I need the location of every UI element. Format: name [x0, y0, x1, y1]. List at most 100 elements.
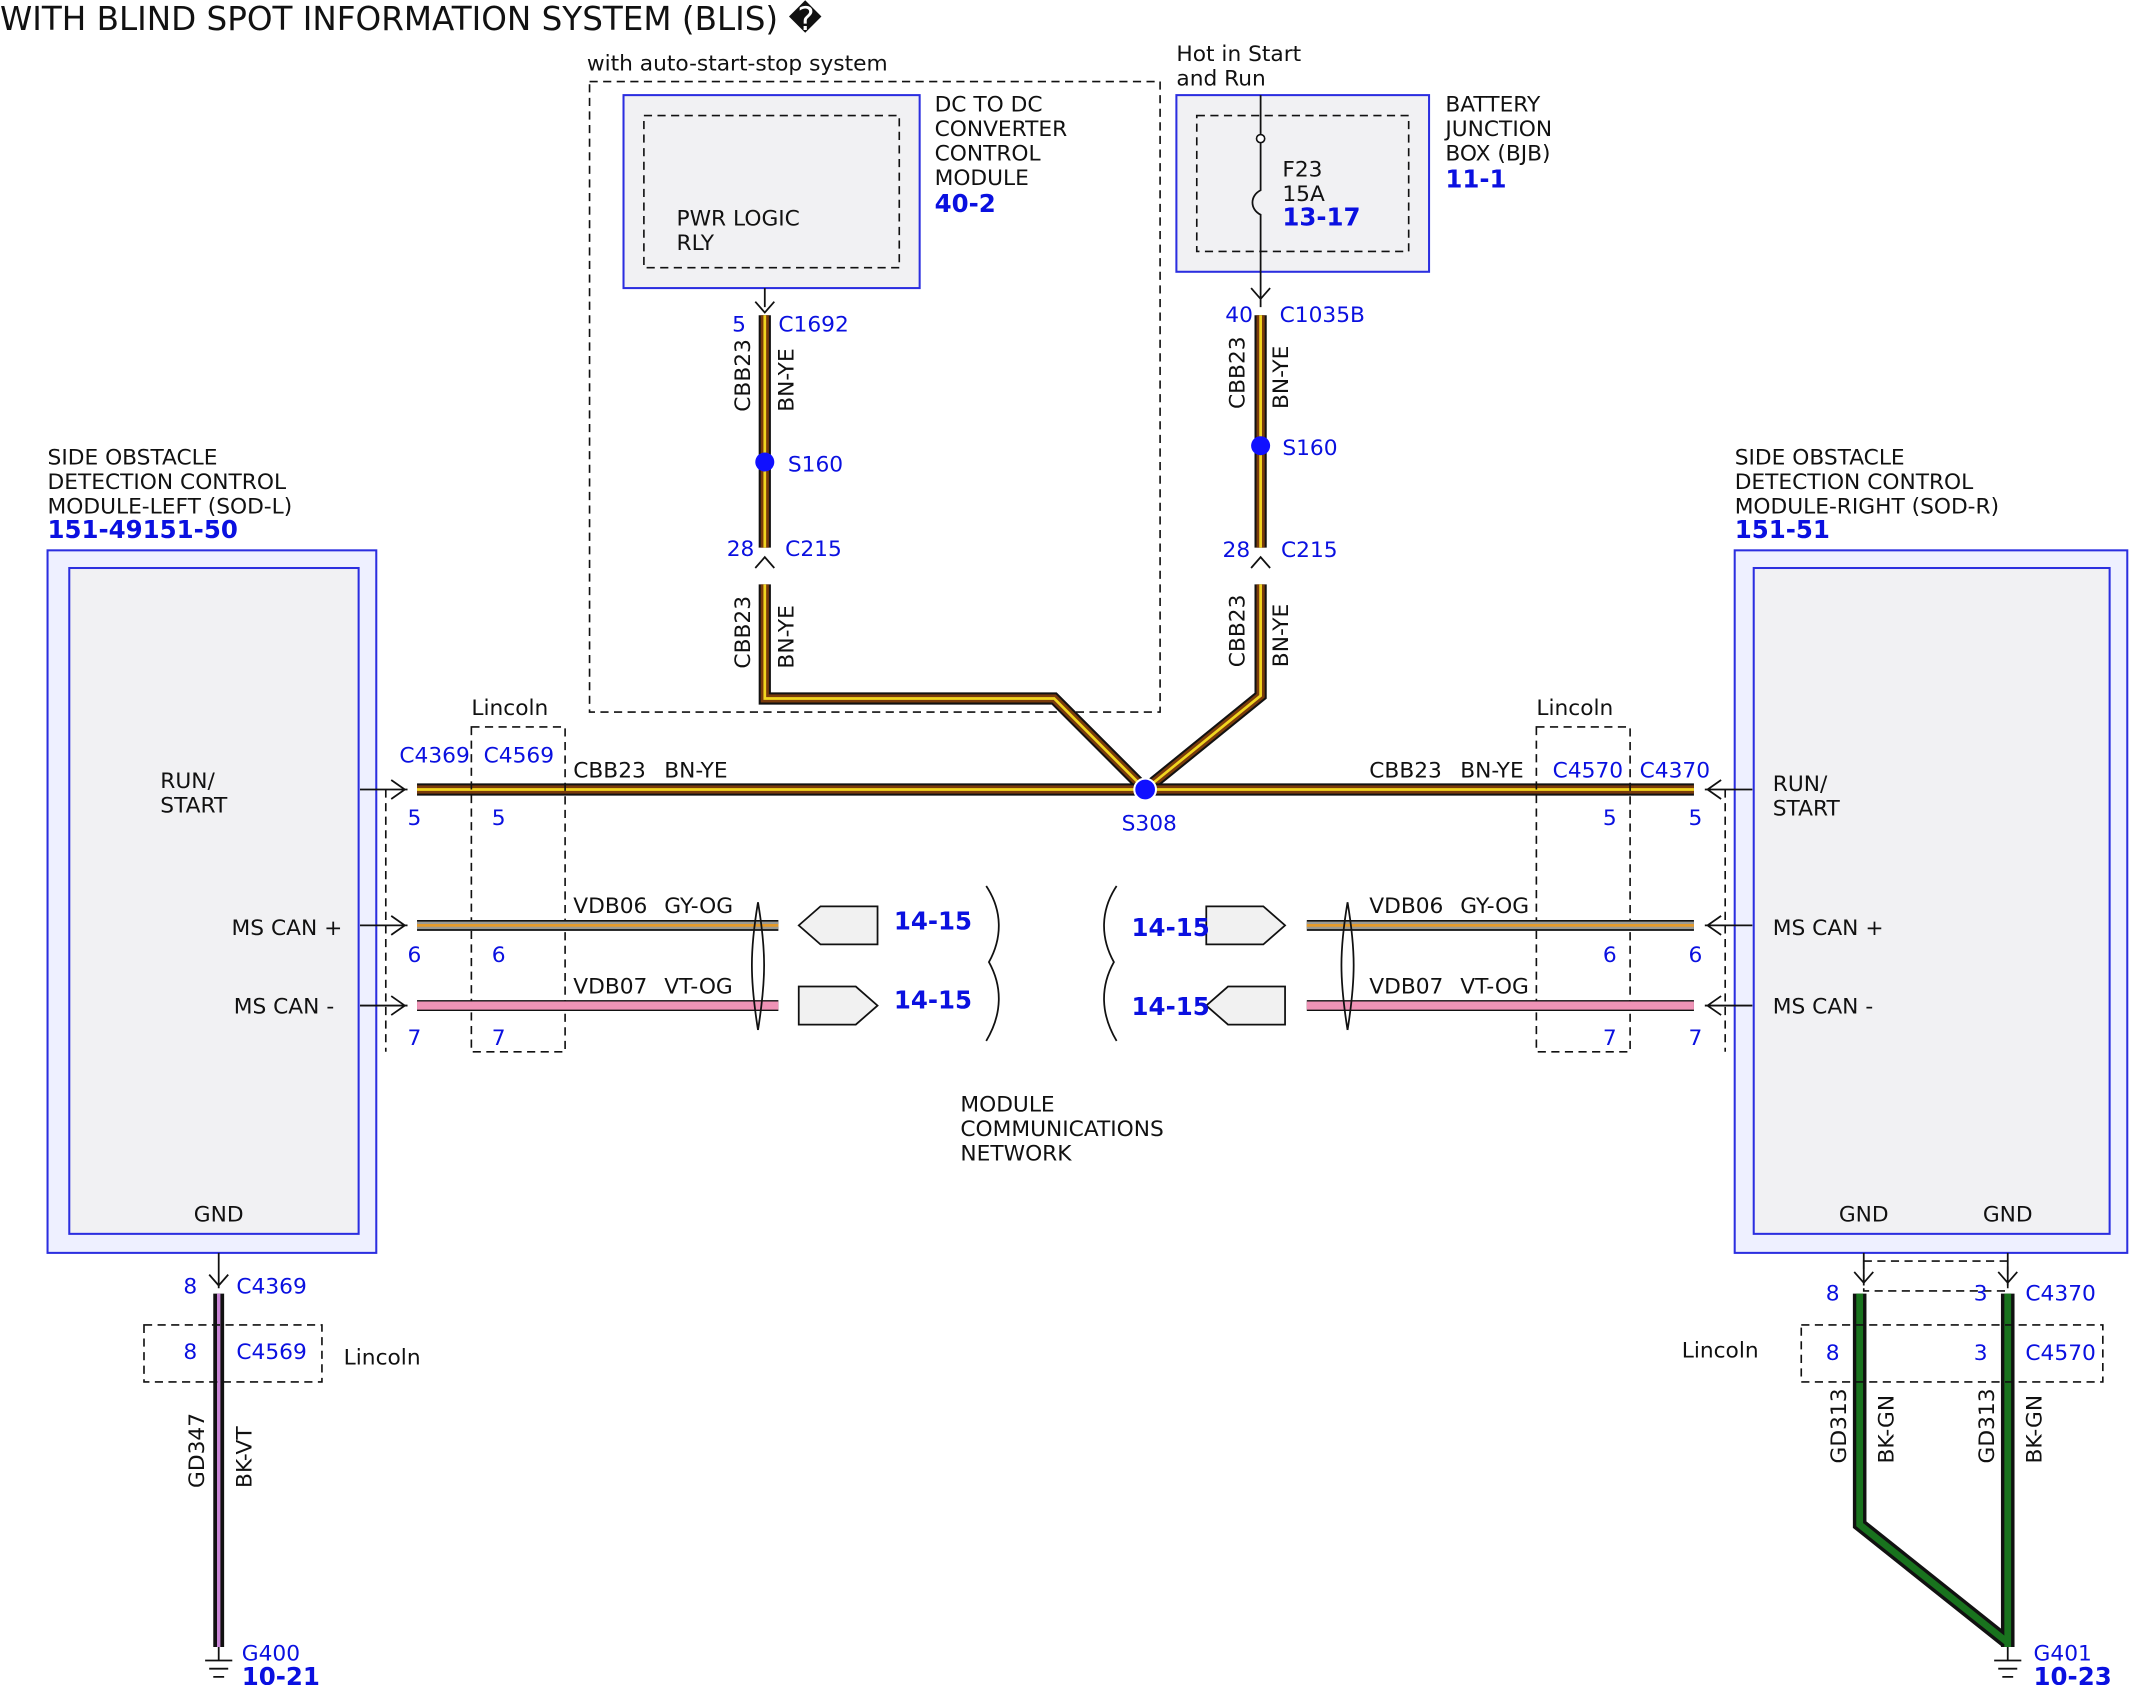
- dcdc-name-line-1: DC TO DC: [935, 92, 1043, 117]
- left-gnd-color: BK-VT: [232, 1426, 257, 1488]
- right-run-color: BN-YE: [1460, 758, 1523, 783]
- c215-left-label[interactable]: C215: [785, 537, 842, 562]
- right-can-minus-color: VT-OG: [1460, 974, 1528, 999]
- sodl-ref[interactable]: 151-49151-50: [48, 515, 238, 544]
- dcdc-circuit-label-2: CBB23: [731, 596, 756, 669]
- left-can-plus-connector-icon[interactable]: [797, 905, 879, 946]
- g401-label[interactable]: G401: [2034, 1642, 2092, 1667]
- right-twisted-pair-icon: [1340, 902, 1355, 1031]
- bjb-circuit-label-2: CBB23: [1225, 595, 1250, 668]
- left-can-plus-circuit: VDB06: [573, 894, 647, 919]
- sod-right-module[interactable]: RUN/ START MS CAN + MS CAN - GND GND: [1733, 549, 2129, 1254]
- bjb-color-label: BN-YE: [1269, 346, 1294, 409]
- c215-right-label[interactable]: C215: [1281, 538, 1338, 563]
- right-can-minus-circuit: VDB07: [1369, 974, 1443, 999]
- left-c4369-label[interactable]: C4369: [399, 743, 469, 768]
- sodl-inner-box: [68, 566, 360, 1235]
- dcdc-name-line-3: CONTROL: [935, 141, 1041, 166]
- dcdc-converter-module[interactable]: PWR LOGIC RLY: [622, 94, 921, 290]
- auto-start-stop-label: with auto-start-stop system: [587, 52, 888, 77]
- battery-junction-box[interactable]: F23 15A 13-17: [1175, 94, 1431, 273]
- right-c4570-label[interactable]: C4570: [1553, 758, 1623, 783]
- wire-cbb23-dcdc[interactable]: [758, 315, 1150, 794]
- sodr-gnd-2: GND: [1983, 1203, 2033, 1228]
- left-lincoln-connector-box: [470, 726, 566, 1053]
- left-network-brace-icon: [985, 885, 1000, 1042]
- right-lincoln-pin-6: 6: [1603, 943, 1617, 968]
- right-gnd-pin-3: 3: [1974, 1281, 1988, 1306]
- wire-gd313[interactable]: [1852, 1293, 2015, 1647]
- g401-ref[interactable]: 10-23: [2034, 1662, 2112, 1685]
- sodl-name-line-2: DETECTION CONTROL: [48, 470, 287, 495]
- right-gnd-connector[interactable]: C4370: [2025, 1281, 2095, 1306]
- dcdc-module-box: [622, 94, 921, 290]
- right-gnd-color-2: BK-GN: [2023, 1395, 2048, 1464]
- g400-ref[interactable]: 10-21: [242, 1662, 320, 1685]
- dcdc-circuit-label: CBB23: [731, 339, 756, 412]
- right-lincoln-label: Lincoln: [1536, 696, 1613, 721]
- right-can-minus-ref[interactable]: 14-15: [1132, 992, 1210, 1021]
- bjb-name-line-2: JUNCTION: [1443, 117, 1552, 142]
- left-gnd-lincoln-box: [143, 1324, 323, 1383]
- right-gnd-lincoln-connector[interactable]: C4570: [2025, 1341, 2095, 1366]
- c1692-label[interactable]: C1692: [778, 313, 848, 338]
- dcdc-module-ref[interactable]: 40-2: [935, 189, 996, 218]
- network-label-1: MODULE: [960, 1093, 1054, 1118]
- dcdc-name-line-2: CONVERTER: [935, 117, 1068, 142]
- right-lincoln-pin-5: 5: [1603, 806, 1617, 831]
- s160-left-splice[interactable]: [755, 452, 775, 472]
- sodl-gnd: GND: [194, 1203, 244, 1228]
- left-lincoln-pin-6: 6: [492, 943, 506, 968]
- left-can-plus-ref[interactable]: 14-15: [894, 906, 972, 935]
- auto-start-stop-region: [588, 80, 1161, 713]
- sodr-ref[interactable]: 151-51: [1735, 515, 1830, 544]
- sod-left-module[interactable]: RUN/ START MS CAN + MS CAN - GND: [46, 549, 378, 1254]
- left-run-circuit: CBB23: [573, 758, 646, 783]
- left-gnd-connector[interactable]: C4369: [236, 1275, 306, 1300]
- s160-right-splice[interactable]: [1251, 436, 1271, 456]
- right-can-minus-arrow: [1704, 995, 1753, 1016]
- right-c4370-label[interactable]: C4370: [1640, 758, 1710, 783]
- bjb-name-line-1: BATTERY: [1445, 92, 1541, 117]
- left-can-minus-arrow: [359, 995, 408, 1016]
- right-gnd-pin-8: 8: [1826, 1281, 1840, 1306]
- right-can-plus-ref[interactable]: 14-15: [1132, 913, 1210, 942]
- s308-splice[interactable]: [1133, 777, 1158, 802]
- rly-label: RLY: [676, 231, 714, 256]
- network-label-3: NETWORK: [960, 1141, 1072, 1166]
- sodl-ms-can-plus: MS CAN +: [232, 916, 343, 941]
- c215-left-pin: 28: [727, 537, 755, 562]
- right-gnd-lincoln-label: Lincoln: [1682, 1339, 1759, 1364]
- sodl-run-start-2: START: [160, 794, 228, 819]
- c1035b-arrow: [1250, 271, 1271, 308]
- right-can-plus-connector-icon[interactable]: [1205, 905, 1287, 946]
- c4370-ground-arrow-2: [1997, 1252, 2018, 1286]
- fuse-ref[interactable]: 13-17: [1282, 203, 1360, 232]
- wire-cbb23-bjb[interactable]: [1141, 315, 1267, 795]
- fuse-rating: 15A: [1282, 182, 1325, 207]
- left-gnd-lincoln-connector[interactable]: C4569: [236, 1340, 306, 1365]
- bjb-circuit-label: CBB23: [1225, 336, 1250, 409]
- g400-label[interactable]: G400: [242, 1642, 300, 1667]
- bjb-box: [1175, 94, 1431, 273]
- c1692-arrow: [754, 288, 775, 314]
- left-run-color: BN-YE: [664, 758, 727, 783]
- c4370-ground-arrow-1: [1853, 1252, 1874, 1286]
- right-gnd-circuit-1: GD313: [1827, 1388, 1852, 1463]
- g401-ground-icon: [1994, 1646, 2022, 1678]
- right-can-minus-connector-icon[interactable]: [1204, 985, 1286, 1026]
- left-c4569-label[interactable]: C4569: [484, 743, 554, 768]
- left-can-minus-ref[interactable]: 14-15: [894, 985, 972, 1014]
- sodr-name-line-3: MODULE-RIGHT (SOD-R): [1735, 495, 1999, 520]
- left-run-arrow: [359, 779, 408, 800]
- c1035b-label[interactable]: C1035B: [1280, 303, 1365, 328]
- s160-right-label: S160: [1282, 436, 1337, 461]
- c1692-pin: 5: [732, 313, 746, 338]
- left-can-minus-connector-icon[interactable]: [797, 985, 879, 1026]
- diagram-title: WITH BLIND SPOT INFORMATION SYSTEM (BLIS…: [0, 0, 822, 38]
- bjb-ref[interactable]: 11-1: [1445, 165, 1506, 194]
- dcdc-color-label: BN-YE: [774, 348, 799, 411]
- left-lincoln-pin-7: 7: [492, 1026, 506, 1051]
- right-run-arrow: [1704, 779, 1753, 800]
